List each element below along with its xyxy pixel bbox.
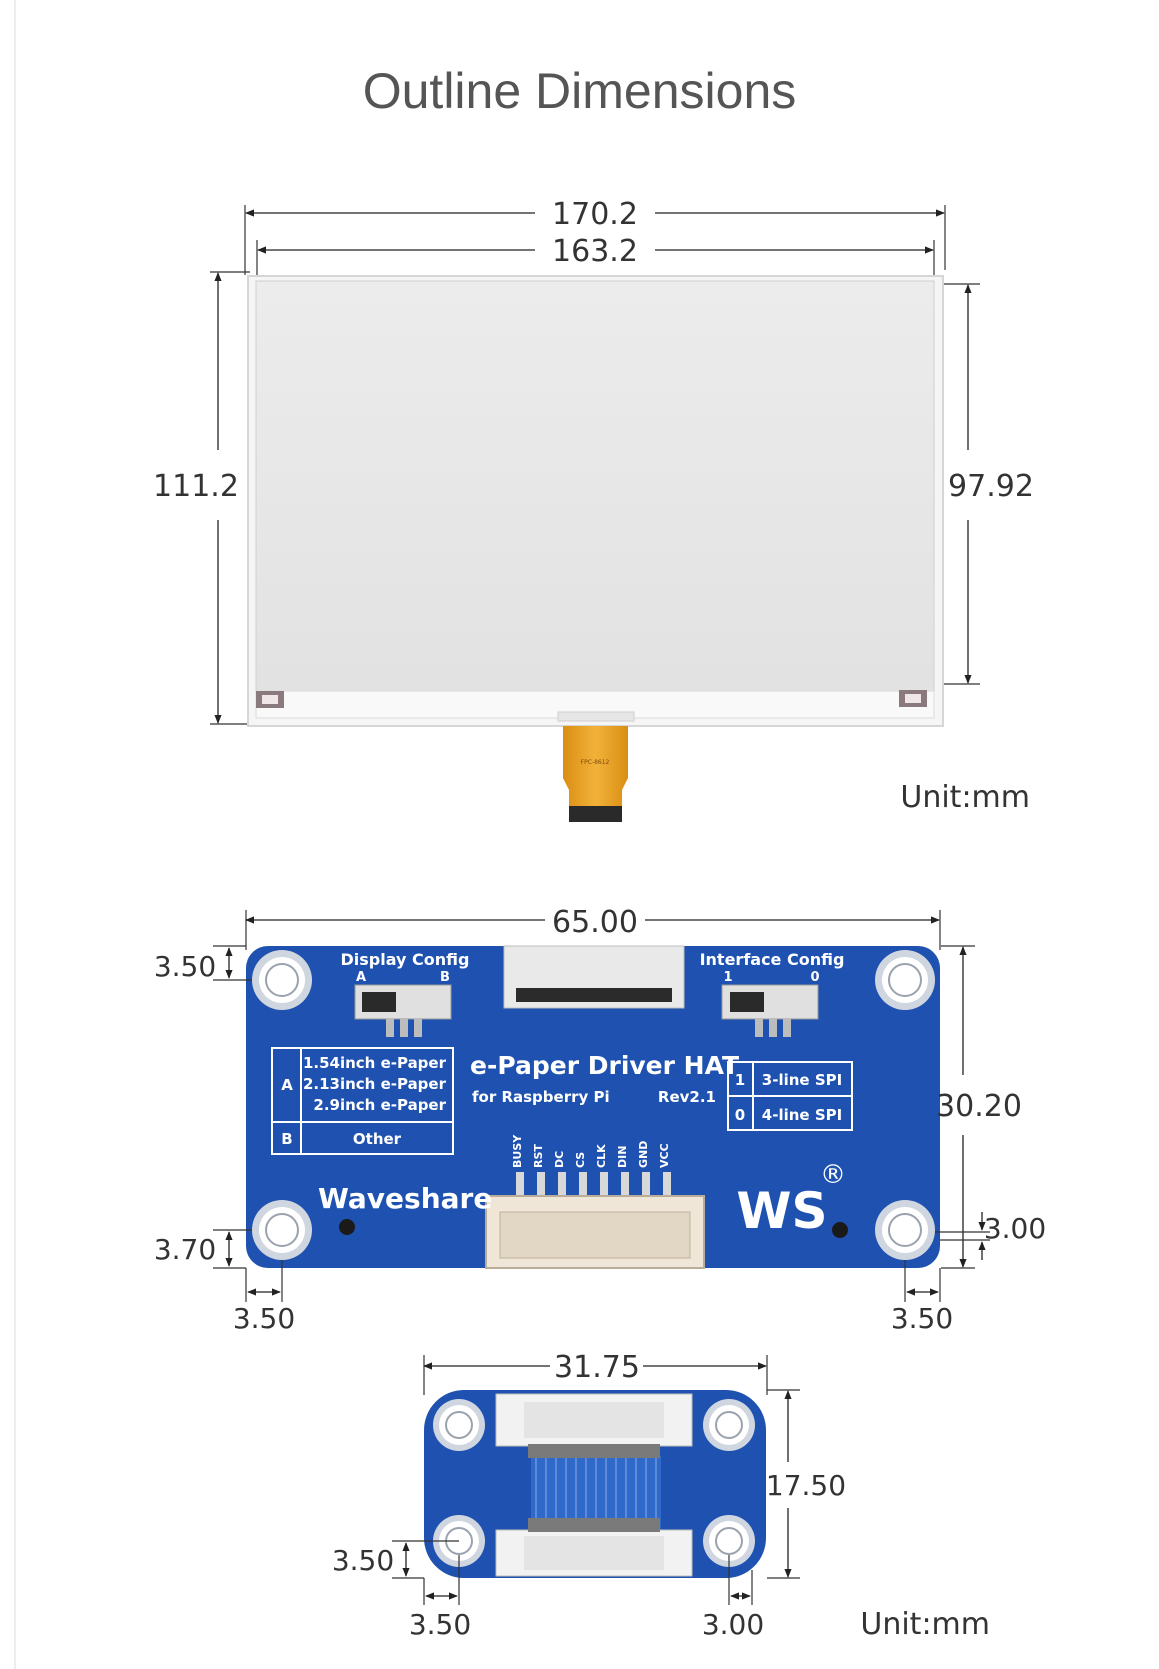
- dim-hole-left-label: 3.50: [233, 1302, 295, 1335]
- adapter-hole-top-right: [703, 1399, 755, 1451]
- interface-table-key: 0: [735, 1106, 745, 1124]
- display-config-b: B: [440, 970, 450, 985]
- interface-config-title: Interface Config: [700, 950, 845, 969]
- pin-label: DIN: [616, 1146, 629, 1168]
- interface-table-label: 4-line SPI: [762, 1106, 842, 1124]
- fpc-cable: [563, 726, 628, 806]
- dim-hat-height-label: 30.20: [936, 1089, 1022, 1124]
- dim-adapter-width-label: 31.75: [554, 1350, 640, 1385]
- pin-label: RST: [532, 1144, 545, 1168]
- corner-pad-right-inner: [905, 694, 921, 703]
- brand-name: Waveshare: [318, 1182, 492, 1215]
- dim-outer-height-label: 111.2: [153, 469, 239, 504]
- interface-table-label: 3-line SPI: [762, 1071, 842, 1089]
- board-revision: Rev2.1: [658, 1088, 716, 1106]
- dim-outer-width-label: 170.2: [552, 197, 638, 232]
- unit-label: Unit:mm: [900, 780, 1030, 815]
- mounting-hole-bottom-left: [252, 1200, 312, 1260]
- dim-active-height-label: 97.92: [948, 469, 1034, 504]
- interface-config-table: 1 3-line SPI 0 4-line SPI: [727, 1061, 853, 1131]
- dim-active-width-label: 163.2: [552, 234, 638, 269]
- display-table-key-a: A: [281, 1076, 293, 1094]
- adapter-section: 31.75 17.50: [332, 1350, 990, 1642]
- dim-adapter-hole-left-label: 3.50: [409, 1608, 471, 1641]
- display-table-line: 2.13inch e-Paper: [303, 1075, 447, 1093]
- pin-label: GND: [637, 1141, 650, 1168]
- mounting-hole-top-left: [252, 950, 312, 1010]
- interface-config-switch: [721, 984, 819, 1037]
- fpc-slot: [557, 711, 635, 722]
- display-config-a: A: [356, 970, 366, 985]
- epaper-panel-section: 170.2 163.2 111.2 97.92 FPC-8612 Unit:: [153, 197, 1034, 822]
- led-left: [339, 1219, 355, 1235]
- fpc-contacts: [569, 806, 622, 822]
- pin-label: CS: [574, 1152, 587, 1168]
- fpc-label: FPC-8612: [581, 759, 610, 766]
- dim-hole-bottom-label: 3.70: [154, 1233, 216, 1266]
- interface-config-1: 1: [723, 970, 732, 985]
- pin-label: CLK: [595, 1144, 608, 1168]
- mounting-hole-top-right: [875, 950, 935, 1010]
- display-config-title: Display Config: [341, 950, 470, 969]
- pin-label: BUSY: [511, 1134, 524, 1168]
- display-config-switch: [354, 984, 452, 1037]
- waveshare-logo: WS: [736, 1182, 827, 1240]
- dim-adapter-hole-right-label: 3.00: [702, 1608, 764, 1641]
- epaper-active-area: [255, 280, 935, 692]
- interface-table-key: 1: [735, 1071, 745, 1089]
- board-title: e-Paper Driver HAT: [470, 1051, 739, 1080]
- page-left-border: [14, 0, 16, 1669]
- adapter-hole-bottom-right: [703, 1515, 755, 1567]
- pin-labels: BUSY RST DC CS CLK DIN GND VCC: [511, 1134, 671, 1168]
- board-subtitle: for Raspberry Pi: [472, 1088, 610, 1106]
- dim-adapter-height-label: 17.50: [766, 1469, 846, 1502]
- display-table-line: Other: [353, 1130, 402, 1148]
- corner-pad-left-inner: [262, 695, 278, 704]
- dim-hole-top-label: 3.50: [154, 950, 216, 983]
- display-table-line: 2.9inch e-Paper: [313, 1096, 446, 1114]
- pin-label: DC: [553, 1151, 566, 1168]
- dim-adapter-hole-bottom-label: 3.50: [332, 1544, 394, 1577]
- mounting-hole-bottom-right: [875, 1200, 935, 1260]
- adapter-connector-top: [495, 1393, 693, 1458]
- adapter-hole-top-left: [433, 1399, 485, 1451]
- display-table-line: 1.54inch e-Paper: [303, 1054, 447, 1072]
- display-config-table: A 1.54inch e-Paper 2.13inch e-Paper 2.9i…: [271, 1047, 454, 1155]
- registered-mark: ®: [820, 1160, 846, 1190]
- pin-header: [485, 1172, 705, 1269]
- led-right: [832, 1222, 848, 1238]
- interface-config-0: 0: [810, 970, 819, 985]
- dim-hat-width-label: 65.00: [552, 905, 638, 940]
- adapter-connector-bottom: [495, 1518, 693, 1577]
- dim-hole-right-bottom-label: 3.00: [984, 1212, 1046, 1245]
- driver-hat-section: 65.00 30.20 3.50 3.70 3.50: [154, 905, 1046, 1335]
- page-title: Outline Dimensions: [362, 63, 797, 119]
- dim-hole-right-label: 3.50: [891, 1302, 953, 1335]
- fpc-connector-slot: [516, 988, 672, 1002]
- pin-label: VCC: [658, 1143, 671, 1168]
- display-table-key-b: B: [281, 1130, 292, 1148]
- adapter-unit-label: Unit:mm: [860, 1607, 990, 1642]
